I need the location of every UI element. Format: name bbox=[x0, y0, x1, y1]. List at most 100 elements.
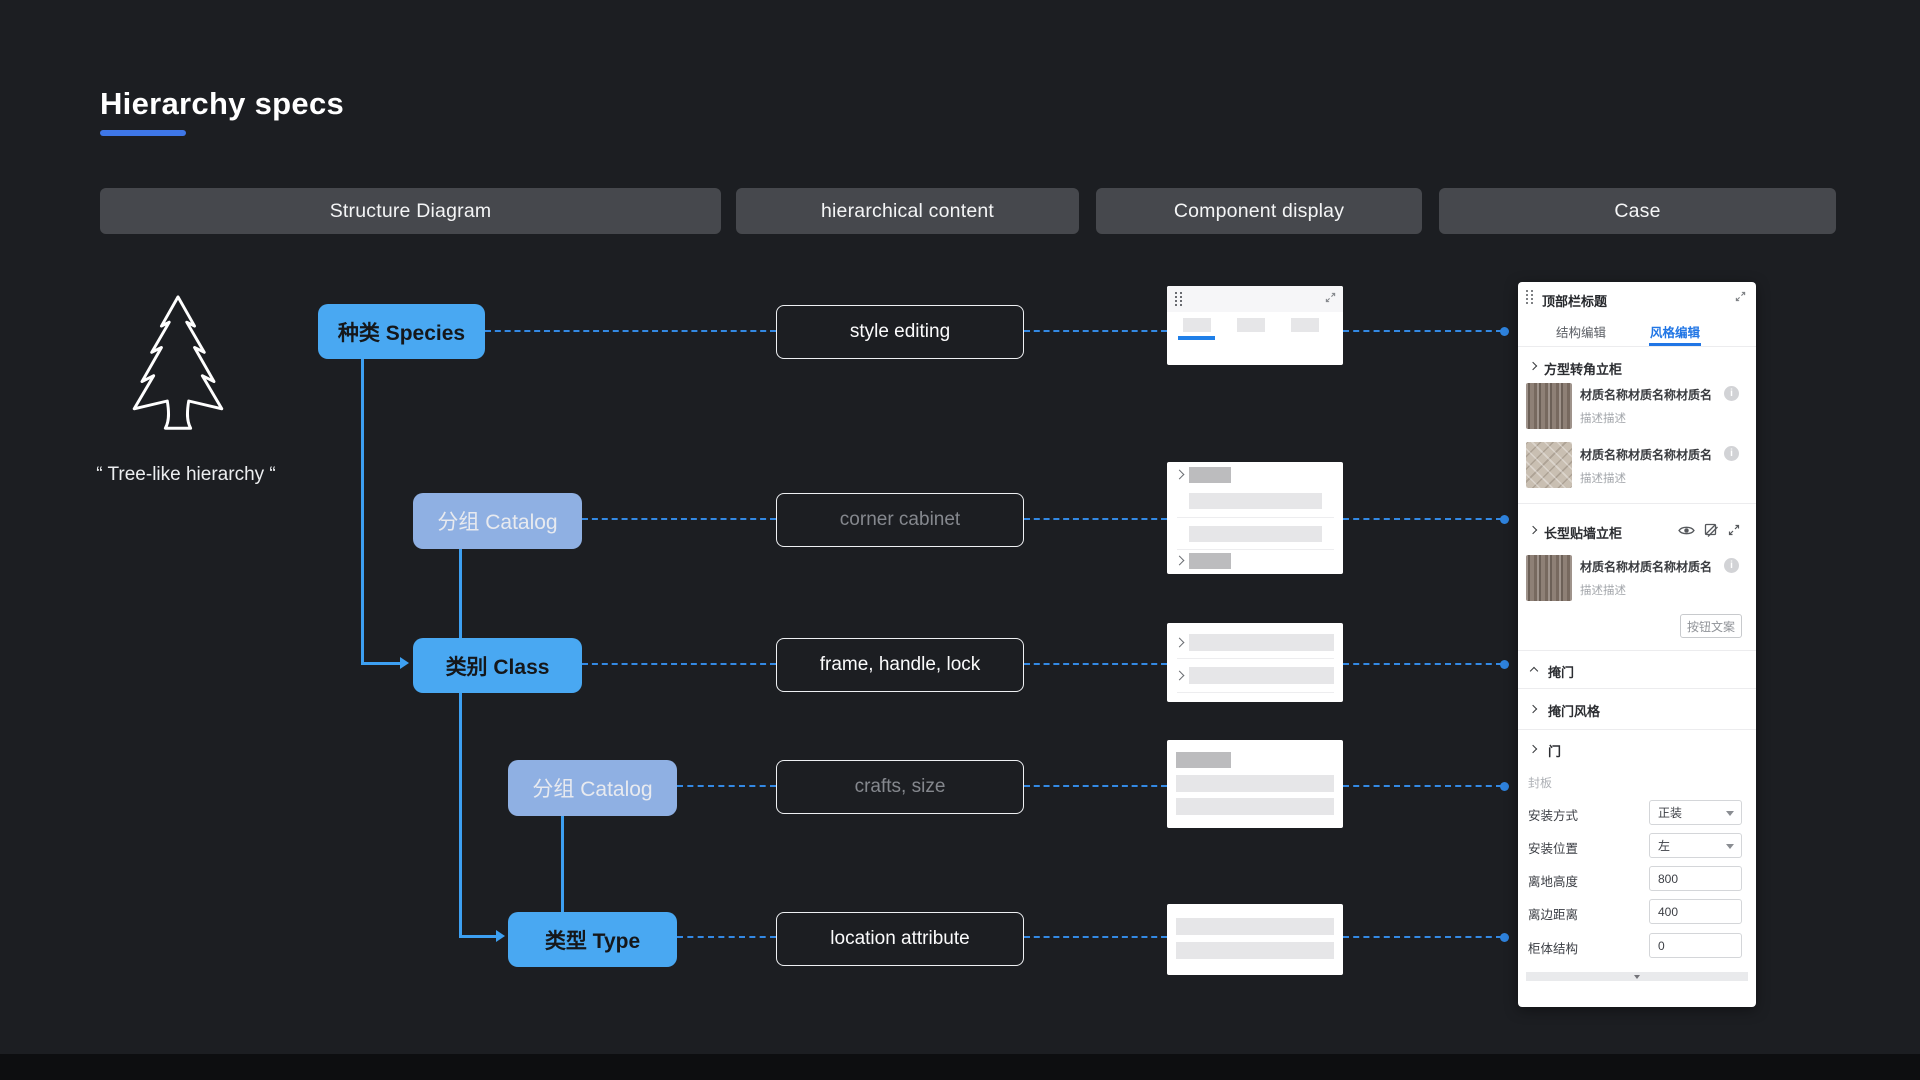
dotted-line bbox=[1024, 518, 1167, 520]
eye-icon[interactable] bbox=[1678, 524, 1695, 537]
scroll-strip[interactable] bbox=[1526, 972, 1748, 981]
page-title: Hierarchy specs bbox=[100, 86, 345, 121]
row-placeholder bbox=[1189, 493, 1322, 509]
content-label-location-attribute: location attribute bbox=[776, 912, 1024, 966]
select-install-position[interactable]: 左 bbox=[1649, 833, 1742, 858]
dotted-line bbox=[1343, 330, 1502, 332]
field-label-edge-distance: 离边距离 bbox=[1528, 908, 1579, 922]
material-thumbnail[interactable] bbox=[1526, 383, 1572, 429]
chevron-right-icon[interactable] bbox=[1528, 704, 1538, 714]
dotted-line-endpoint bbox=[1500, 782, 1509, 791]
dotted-line bbox=[582, 518, 776, 520]
input-cabinet-structure[interactable] bbox=[1649, 933, 1742, 958]
chevron-right-icon[interactable] bbox=[1528, 744, 1538, 754]
expand-icon bbox=[1325, 292, 1336, 303]
chevron-right-icon bbox=[1174, 469, 1185, 480]
material-desc: 描述描述 bbox=[1580, 413, 1626, 425]
row-placeholder bbox=[1189, 526, 1322, 542]
info-icon[interactable]: i bbox=[1724, 386, 1739, 401]
dotted-line bbox=[1343, 663, 1502, 665]
tab-placeholder bbox=[1183, 318, 1211, 332]
dotted-line-endpoint bbox=[1500, 327, 1509, 336]
select-install-method[interactable]: 正装 bbox=[1649, 800, 1742, 825]
divider bbox=[1177, 517, 1334, 518]
dotted-line bbox=[1343, 936, 1502, 938]
drag-handle-icon bbox=[1175, 292, 1182, 306]
divider bbox=[1177, 549, 1334, 550]
info-icon[interactable]: i bbox=[1724, 558, 1739, 573]
connector-species-right bbox=[361, 662, 402, 665]
divider bbox=[1518, 688, 1756, 689]
connector-class-right bbox=[459, 935, 498, 938]
tab-placeholder bbox=[1291, 318, 1319, 332]
text-button[interactable]: 按钮文案 bbox=[1680, 614, 1742, 638]
divider bbox=[1518, 503, 1756, 504]
row-placeholder bbox=[1176, 798, 1334, 815]
info-icon[interactable]: i bbox=[1724, 446, 1739, 461]
row-placeholder bbox=[1176, 775, 1334, 792]
panel-title: 顶部栏标题 bbox=[1542, 294, 1608, 309]
dotted-line bbox=[1024, 330, 1167, 332]
nav-case[interactable]: Case bbox=[1439, 188, 1836, 234]
input-edge-distance[interactable] bbox=[1649, 899, 1742, 924]
divider bbox=[1518, 346, 1756, 347]
tab-structure-edit[interactable]: 结构编辑 bbox=[1556, 326, 1607, 340]
node-species: 种类 Species bbox=[318, 304, 485, 359]
collapse-row-door-cover[interactable]: 掩门 bbox=[1548, 665, 1575, 680]
chevron-right-icon[interactable] bbox=[1528, 525, 1538, 535]
tab-placeholder bbox=[1237, 318, 1265, 332]
case-panel: 顶部栏标题 结构编辑 风格编辑 方型转角立柜 材质名称材质名称材质名 i 描述描… bbox=[1518, 282, 1756, 1007]
material-name: 材质名称材质名称材质名 bbox=[1580, 560, 1713, 574]
connector-species-down bbox=[361, 359, 364, 665]
field-label-floor-height: 离地高度 bbox=[1528, 875, 1579, 889]
tree-caption: “ Tree-like hierarchy “ bbox=[96, 464, 276, 485]
expand-icon[interactable] bbox=[1728, 524, 1740, 536]
content-label-crafts-size: crafts, size bbox=[776, 760, 1024, 814]
material-thumbnail[interactable] bbox=[1526, 555, 1572, 601]
dotted-line bbox=[677, 936, 776, 938]
expand-icon[interactable] bbox=[1735, 291, 1746, 302]
dotted-line bbox=[582, 663, 776, 665]
component-card-fields bbox=[1167, 740, 1343, 828]
tab-style-edit[interactable]: 风格编辑 bbox=[1650, 326, 1701, 340]
active-tab-underline bbox=[1649, 343, 1701, 346]
chevron-right-icon[interactable] bbox=[1528, 361, 1538, 371]
input-floor-height[interactable] bbox=[1649, 866, 1742, 891]
field-label-install-method: 安装方式 bbox=[1528, 809, 1579, 823]
nav-component-display[interactable]: Component display bbox=[1096, 188, 1422, 234]
collapse-row-door-style[interactable]: 掩门风格 bbox=[1548, 704, 1601, 719]
drag-handle-icon[interactable] bbox=[1526, 290, 1533, 304]
field-label-cabinet-structure: 柜体结构 bbox=[1528, 942, 1579, 956]
component-card-attributes bbox=[1167, 904, 1343, 975]
chevron-up-icon[interactable] bbox=[1529, 666, 1539, 676]
component-card-tabs bbox=[1167, 286, 1343, 365]
fieldset-label: 封板 bbox=[1528, 776, 1553, 790]
material-desc: 描述描述 bbox=[1580, 585, 1626, 597]
dotted-line bbox=[1024, 785, 1167, 787]
caret-down-icon bbox=[1634, 975, 1640, 982]
nav-hierarchical-content[interactable]: hierarchical content bbox=[736, 188, 1079, 234]
node-type: 类型 Type bbox=[508, 912, 677, 967]
node-catalog-1: 分组 Catalog bbox=[413, 493, 582, 549]
card-header bbox=[1167, 286, 1343, 312]
section-square-corner-cabinet[interactable]: 方型转角立柜 bbox=[1544, 362, 1623, 377]
content-label-corner-cabinet: corner cabinet bbox=[776, 493, 1024, 547]
title-underline bbox=[100, 130, 186, 136]
connector-catalog1-class bbox=[459, 549, 462, 639]
text-placeholder bbox=[1189, 553, 1231, 569]
section-long-wall-cabinet[interactable]: 长型贴墙立柜 bbox=[1544, 526, 1623, 541]
material-hidden-icon[interactable] bbox=[1704, 523, 1718, 537]
chevron-right-icon bbox=[1174, 555, 1185, 566]
nav-structure-diagram[interactable]: Structure Diagram bbox=[100, 188, 721, 234]
select-value: 正装 bbox=[1658, 806, 1683, 820]
caret-down-icon bbox=[1726, 811, 1734, 820]
dotted-line bbox=[1343, 518, 1502, 520]
component-card-rows bbox=[1167, 623, 1343, 702]
material-thumbnail[interactable] bbox=[1526, 442, 1572, 488]
row-placeholder bbox=[1189, 634, 1334, 651]
collapse-row-door[interactable]: 门 bbox=[1548, 744, 1562, 759]
node-catalog-2: 分组 Catalog bbox=[508, 760, 677, 816]
dotted-line-endpoint bbox=[1500, 660, 1509, 669]
connector-class-down bbox=[459, 693, 462, 938]
